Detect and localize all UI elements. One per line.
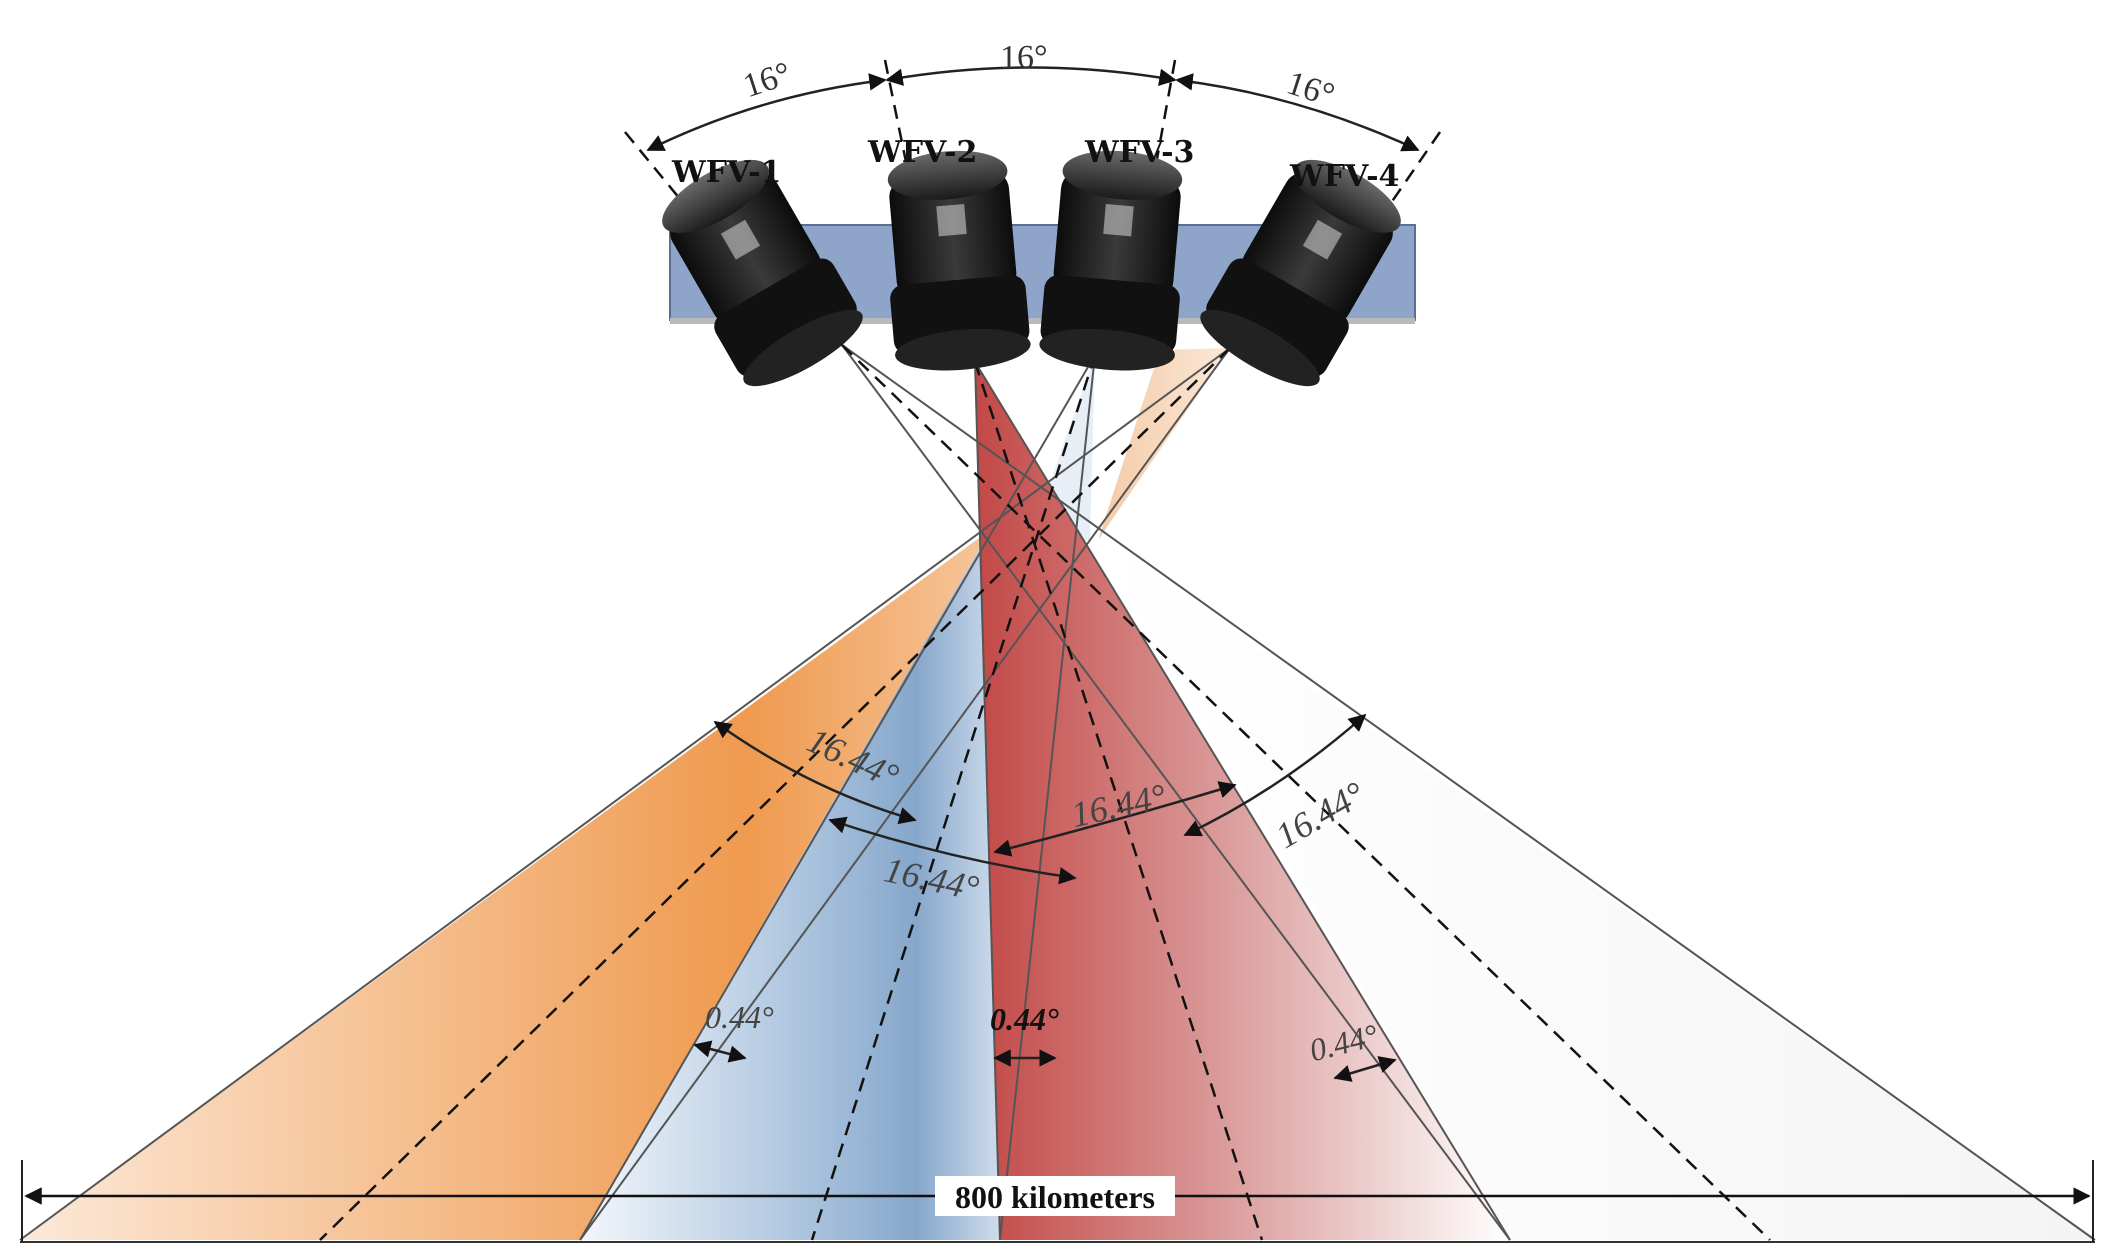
wfv4-label: WFV-4 <box>1289 159 1399 194</box>
overlap-arrow-1 <box>693 1040 747 1063</box>
wfv3-label: WFV-3 <box>1084 135 1194 170</box>
wfv3-camera <box>1039 150 1183 371</box>
wfv3-axis <box>810 354 1097 1241</box>
overlap-angle-1: 0.44° <box>705 999 774 1035</box>
separation-arc-2 <box>885 66 1177 86</box>
wfv2-label: WFV-2 <box>867 135 977 170</box>
wfv1-label: WFV-1 <box>671 155 781 190</box>
fov-arc-wfv1 <box>1183 713 1367 837</box>
wfv4-axis <box>319 347 1231 1241</box>
camera-labels: WFV-1 WFV-2 WFV-3 WFV-4 <box>671 135 1399 194</box>
wfv4-edge-a <box>19 347 1231 1241</box>
fov-regions <box>20 348 2095 1240</box>
wfv4-fov <box>1095 535 2095 1240</box>
fov-arc-wfv4 <box>713 720 917 825</box>
cameras <box>662 150 1401 387</box>
separation-arc-1 <box>646 73 887 152</box>
wfv1-fov <box>20 530 990 1240</box>
wfv2-fov <box>580 530 1000 1240</box>
swath-dimension: 800 kilometers <box>20 1160 2095 1243</box>
overlap-annotations: 0.44° 0.44° 0.44° <box>693 999 1397 1082</box>
separation-arc-3 <box>1175 73 1420 152</box>
overlap-arrow-3 <box>1333 1056 1397 1082</box>
wfv4-fov-upper <box>1098 348 1230 540</box>
wfv4-camera <box>1200 159 1401 387</box>
wfv2-camera <box>887 150 1031 371</box>
overlap-angle-2: 0.44° <box>990 1001 1059 1037</box>
swath-label: 800 kilometers <box>955 1179 1155 1215</box>
separation-angle-3: 16° <box>1282 64 1339 114</box>
wfv1-camera <box>662 159 863 387</box>
separation-angle-2: 16° <box>1000 39 1048 76</box>
fov-arc-wfv3 <box>828 816 1077 885</box>
wfv2-edge-a <box>974 361 1001 1241</box>
swath-label-bg <box>935 1176 1175 1216</box>
